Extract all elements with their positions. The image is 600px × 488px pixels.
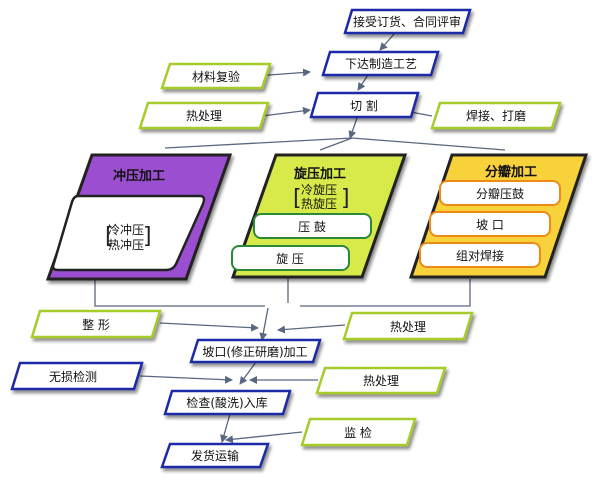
- step-nde-label: 无损检测: [49, 369, 97, 384]
- spinning-bracket-close: ]: [341, 186, 350, 211]
- arrow-inspect-down: [220, 413, 231, 443]
- step-shipping: 发货运输: [160, 442, 270, 469]
- arrow-process-to-cutting: [357, 74, 369, 91]
- panel-petal-title: 分瓣加工: [485, 164, 537, 180]
- step-process-issue-label: 下达制造工艺: [345, 57, 417, 71]
- panel-spinning: 旋压加工 [ ] 冷旋压 热旋压 压 鼓 旋 压: [230, 153, 408, 279]
- step-heat-treatment-1: 热处理: [138, 101, 270, 130]
- step-shaping-label: 整 形: [82, 317, 110, 332]
- arrow-bevel-down: [259, 307, 269, 341]
- petal-item-bulge: 分瓣压鼓: [439, 180, 561, 206]
- merge-line-left: [94, 279, 265, 307]
- step-order-review: 接受订货、合同评审: [343, 8, 472, 35]
- step-inspection: 检查(酸洗)入库: [163, 389, 292, 416]
- step-supervision-label: 监 检: [344, 425, 372, 440]
- arrow-shaping-to-bevel: [159, 322, 259, 332]
- step-shaping: 整 形: [30, 309, 162, 339]
- step-heat-treatment-2-label: 热处理: [390, 320, 426, 334]
- panel-stamping-sub2: 热冲压: [108, 237, 144, 252]
- step-heat-treatment-1-label: 热处理: [186, 109, 222, 123]
- step-nde: 无损检测: [10, 361, 144, 391]
- split-line-left: [164, 137, 353, 149]
- step-weld-grind: 焊接、打磨: [430, 101, 562, 130]
- arrow-heat2-to-bevel: [277, 324, 346, 334]
- petal-item-bevel-label: 坡 口: [476, 218, 504, 232]
- step-inspection-label: 检查(酸洗)入库: [186, 395, 267, 410]
- split-line-right: [351, 137, 506, 151]
- step-heat-treatment-2: 热处理: [342, 311, 474, 341]
- stamping-bracket-open: [: [105, 224, 114, 249]
- spinning-item-spin-label: 旋 压: [276, 252, 304, 266]
- arrow-nde-to-inspect: [139, 375, 233, 384]
- step-material-check-label: 材料复验: [192, 69, 240, 84]
- panel-stamping-sub1: 冷冲压: [108, 222, 144, 237]
- arrow-cutting-to-split: [348, 117, 358, 139]
- merge-line-right: [300, 279, 471, 307]
- petal-item-bulge-label: 分瓣压鼓: [476, 187, 524, 201]
- arrow-heat-to-cutting: [261, 106, 311, 117]
- step-supervision: 监 检: [300, 417, 417, 447]
- step-shipping-label: 发货运输: [191, 448, 239, 463]
- spinning-item-spin: 旋 压: [231, 245, 350, 271]
- step-heat-treatment-3: 热处理: [315, 366, 447, 395]
- panel-stamping-title: 冲压加工: [113, 168, 165, 184]
- step-bevel-machining: 坡口(修正研磨)加工: [189, 338, 322, 364]
- step-cutting: 切 割: [309, 91, 420, 119]
- spinning-bracket-open: [: [293, 186, 302, 211]
- panel-spinning-title: 旋压加工: [293, 166, 346, 182]
- step-bevel-machining-label: 坡口(修正研磨)加工: [202, 344, 307, 359]
- spinning-item-bulge: 压 鼓: [253, 213, 372, 239]
- petal-item-bevel: 坡 口: [429, 211, 551, 237]
- step-cutting-label: 切 割: [350, 98, 378, 113]
- arrow-order-to-process: [379, 32, 396, 51]
- arrow-supervision-to-ship: [225, 431, 303, 444]
- panel-spinning-sub2: 热旋压: [301, 197, 337, 211]
- arrow-bevel-to-inspect-join: [239, 361, 257, 385]
- panel-stamping: 冲压加工 [ ] 冷冲压 热冲压: [45, 153, 233, 281]
- step-process-issue: 下达制造工艺: [321, 50, 440, 77]
- step-heat-treatment-3-label: 热处理: [363, 374, 399, 388]
- split-line-center: [319, 137, 353, 151]
- step-weld-grind-label: 焊接、打磨: [466, 108, 526, 123]
- step-material-check: 材料复验: [160, 62, 272, 90]
- petal-item-weld: 组对焊接: [419, 242, 541, 268]
- petal-item-weld-label: 组对焊接: [456, 248, 504, 263]
- panel-petal: 分瓣加工 分瓣压鼓 坡 口 组对焊接: [408, 153, 589, 279]
- spinning-item-bulge-label: 压 鼓: [298, 220, 326, 234]
- step-order-review-label: 接受订货、合同评审: [353, 14, 461, 29]
- stamping-bracket-close: ]: [143, 224, 152, 249]
- connectors: [94, 32, 506, 444]
- panel-spinning-sub1: 冷旋压: [301, 183, 337, 197]
